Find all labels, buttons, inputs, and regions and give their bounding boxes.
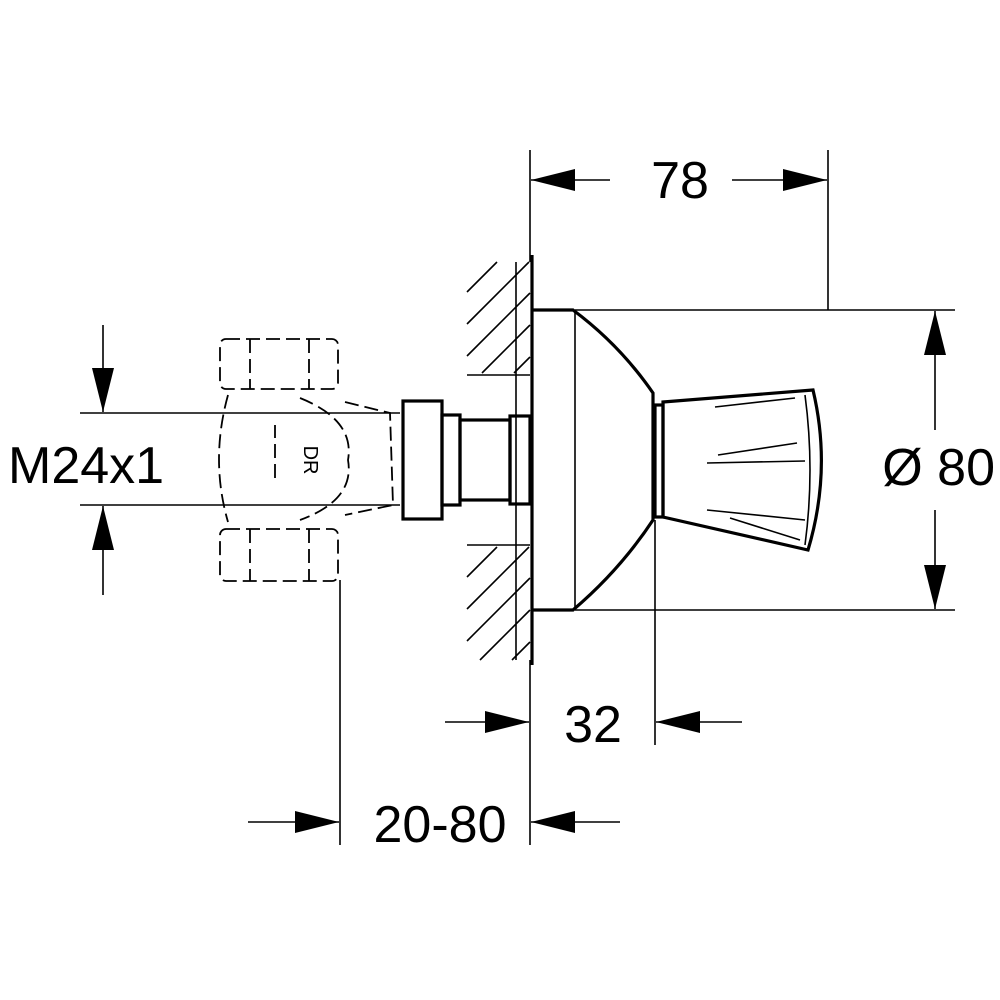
hatch-line <box>511 641 531 661</box>
dimension-32-label: 32 <box>564 696 622 754</box>
rosette <box>530 255 655 665</box>
hatch-line <box>466 292 531 357</box>
dimension-thread: M24x1 <box>8 325 400 595</box>
handle-knob <box>653 388 823 552</box>
hatch-line <box>481 324 531 374</box>
hatch-line <box>466 577 531 642</box>
dimension-20-80-label: 20-80 <box>374 796 507 854</box>
hatch-line <box>466 261 530 325</box>
connection-fitting <box>401 399 532 521</box>
wall-section <box>466 261 531 661</box>
dimension-78: 78 <box>529 150 829 310</box>
dimension-thread-label: M24x1 <box>8 437 164 495</box>
dimension-diameter-80-label: Ø 80 <box>882 439 995 497</box>
valve-marking: DR <box>299 446 321 475</box>
hatch-line <box>466 546 530 610</box>
concealed-valve-body: DR <box>218 338 394 845</box>
hatch-line <box>479 609 531 661</box>
hatch-line <box>466 546 498 578</box>
hatch-line <box>513 356 531 374</box>
dimension-diameter-80: Ø 80 <box>575 309 995 611</box>
hatch-line <box>466 261 498 293</box>
dimension-32: 32 <box>445 520 742 845</box>
dimension-78-label: 78 <box>651 152 709 210</box>
dimension-20-80: 20-80 <box>248 796 620 854</box>
